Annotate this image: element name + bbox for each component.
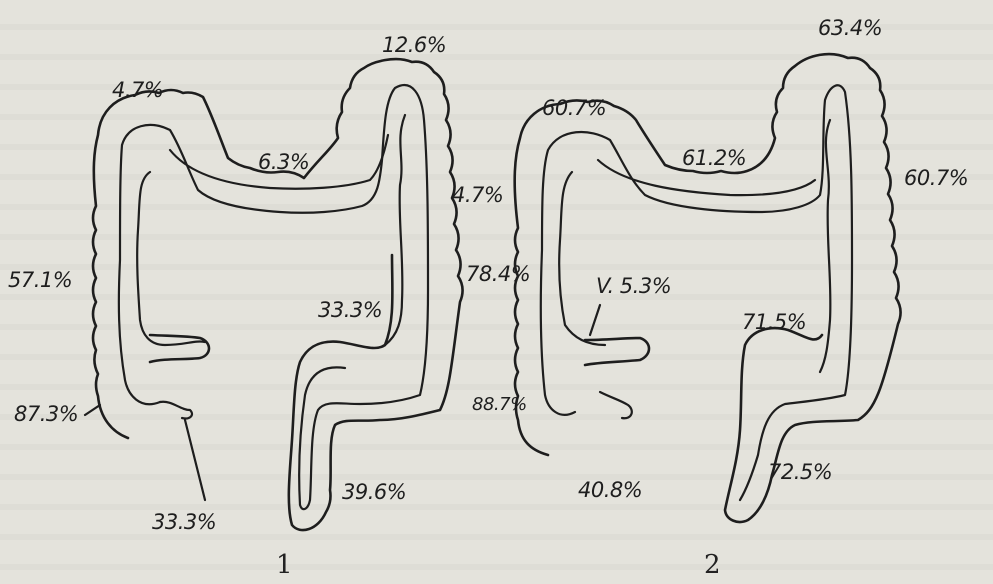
label-fig2-splenic-flexure: 63.4% bbox=[818, 18, 882, 39]
label-fig2-descending-lower: 71.5% bbox=[742, 312, 806, 333]
colon-1-pointer-cecum bbox=[85, 405, 100, 415]
colon-figure-1 bbox=[85, 59, 463, 530]
label-fig2-sigmoid: 72.5% bbox=[768, 462, 832, 483]
label-fig1-descending-lower: 33.3% bbox=[318, 300, 382, 321]
label-fig1-splenic-flexure: 12.6% bbox=[382, 35, 446, 56]
colon-2-ileum bbox=[600, 392, 632, 418]
colon-1-appendix bbox=[150, 335, 209, 362]
label-fig1-cecum: 87.3% bbox=[14, 404, 78, 425]
label-fig2-transverse: 61.2% bbox=[682, 148, 746, 169]
label-fig1-ascending: 57.1% bbox=[8, 270, 72, 291]
label-fig1-descending-upper: 4.7% bbox=[452, 185, 503, 206]
colon-2-pointer-appendix bbox=[590, 305, 600, 335]
label-fig1-sigmoid: 39.6% bbox=[342, 482, 406, 503]
label-fig1-appendix: 33.3% bbox=[152, 512, 216, 533]
label-fig2-descending-upper: 60.7% bbox=[904, 168, 968, 189]
colon-2-appendix bbox=[585, 338, 649, 365]
colon-1-lumen-ascending bbox=[137, 172, 205, 345]
label-fig2-cecum: 88.7% bbox=[472, 396, 527, 414]
label-fig2-hepatic-flexure: 60.7% bbox=[542, 98, 606, 119]
colon-1-outer-wall bbox=[93, 59, 463, 530]
label-fig2-appendix: V. 5.3% bbox=[596, 276, 671, 297]
figure-number-1: 1 bbox=[276, 552, 293, 578]
colon-2-outer-wall bbox=[515, 54, 901, 522]
label-fig2-ascending: 78.4% bbox=[466, 264, 530, 285]
colon-2-lumen-ascending bbox=[559, 172, 605, 345]
colon-1-ileum bbox=[160, 402, 192, 419]
label-fig1-transverse: 6.3% bbox=[258, 152, 309, 173]
colon-1-pointer-appendix bbox=[185, 420, 205, 500]
colon-figure-2 bbox=[515, 54, 901, 522]
figure-number-2: 2 bbox=[704, 552, 721, 578]
colon-1-lumen-descending bbox=[385, 115, 405, 345]
label-fig2-below-cecum: 40.8% bbox=[578, 480, 642, 501]
label-fig1-hepatic-flexure: 4.7% bbox=[112, 80, 163, 101]
